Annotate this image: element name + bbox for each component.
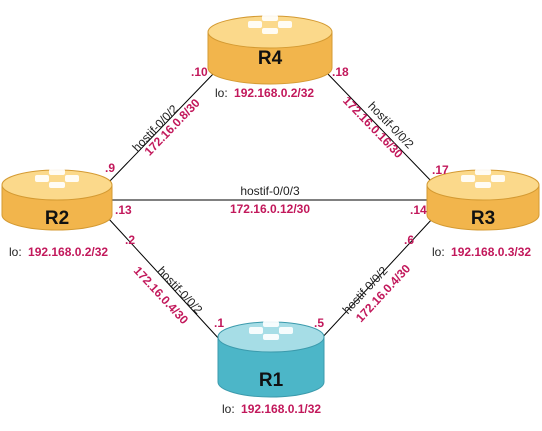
router-r3[interactable]: R3	[426, 169, 540, 231]
link-r1-r3-end-r1: .5	[314, 316, 324, 330]
router-r4-name: R4	[258, 48, 283, 69]
link-r2-r1-end-r2: .2	[125, 233, 135, 247]
link-r1-r3	[319, 217, 434, 341]
link-r2-r4	[107, 71, 216, 184]
link-r4-r3	[325, 71, 434, 184]
router-r1[interactable]: R1	[217, 321, 325, 398]
link-r4-r3-end-r4: .18	[332, 65, 349, 79]
link-r2-r4-end-r4: .10	[191, 65, 208, 79]
router-r2-name: R2	[45, 208, 69, 229]
router-r4[interactable]: R4	[207, 15, 333, 85]
link-r2-r3-end-r2: .13	[115, 203, 132, 217]
router-r2[interactable]: R2	[1, 169, 113, 231]
router-r3-loopback: lo: 192.168.0.3/32	[432, 245, 531, 259]
router-r3-name: R3	[471, 208, 495, 229]
link-r2-r3-subnet: 172.16.0.12/30	[230, 202, 310, 216]
link-r1-r3-end-r3: .6	[404, 233, 414, 247]
link-r4-r3-end-r3: .17	[432, 163, 449, 177]
router-r4-loopback: lo: 192.168.0.2/32	[215, 86, 314, 100]
link-r2-r1	[107, 217, 221, 341]
links	[107, 71, 434, 341]
link-r2-r4-end-r2: .9	[105, 161, 115, 175]
link-r2-r3-iface: hostif-0/0/3	[240, 184, 300, 198]
link-r2-r1-end-r1: .1	[214, 316, 224, 330]
router-r1-loopback: lo: 192.168.0.1/32	[222, 402, 321, 416]
router-r2-loopback: lo: 192.168.0.2/32	[9, 245, 108, 259]
router-r1-name: R1	[259, 370, 284, 391]
link-r2-r3-end-r3: .14	[410, 203, 427, 217]
